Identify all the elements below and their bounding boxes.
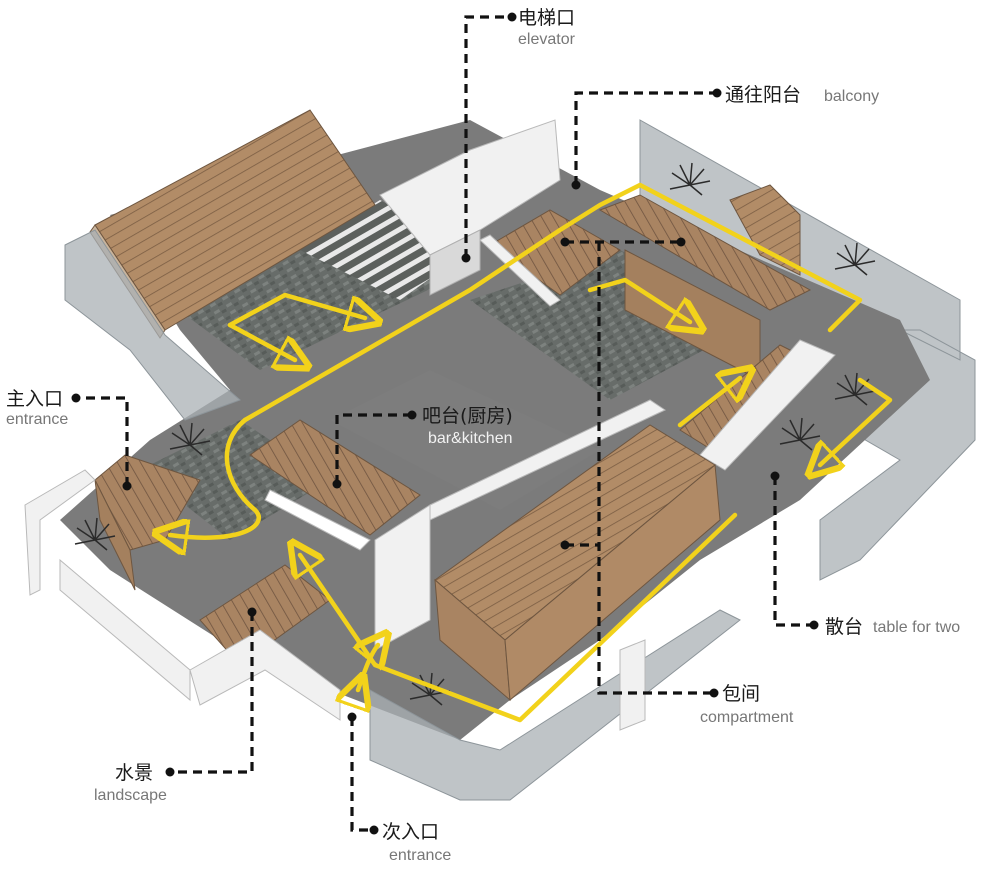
compartment-wood-front	[504, 464, 721, 702]
label-table-for-two: 散台 table for two	[825, 616, 960, 638]
path-north-loop	[227, 292, 365, 325]
bar-wall-long	[429, 399, 667, 521]
glass-facade-south	[369, 609, 741, 801]
leader-bar-kitchen	[335, 413, 410, 484]
label-cn: 通往阳台	[725, 84, 801, 106]
center-wall	[479, 234, 561, 307]
leader-elevator	[464, 15, 510, 258]
label-cn: 水景	[115, 762, 153, 784]
label-en: table for two	[873, 619, 960, 636]
south-pillar	[619, 639, 646, 731]
label-balcony: 通往阳台 balcony	[725, 84, 879, 106]
leader-balcony	[574, 91, 715, 185]
leader-main-entrance	[78, 396, 129, 486]
circulation-paths	[170, 182, 893, 723]
east-wall	[699, 339, 836, 471]
path-entrance-curve	[170, 417, 261, 538]
pergola	[300, 200, 470, 300]
label-en: entrance	[6, 411, 68, 428]
label-elevator: 电梯口 elevator	[518, 7, 576, 48]
labels: 电梯口 elevator 通往阳台 balcony 主入口 entrance 吧…	[6, 7, 960, 864]
leader-lines	[71, 12, 819, 835]
label-en: elevator	[518, 31, 576, 48]
south-wall-left	[189, 629, 341, 721]
label-cn: 包间	[722, 683, 760, 705]
south-west-wall	[59, 558, 191, 702]
label-en: bar&kitchen	[428, 430, 513, 447]
leader-compartment-b	[597, 242, 712, 695]
path-east-up	[677, 378, 740, 428]
label-compartment: 包间 compartment	[700, 683, 794, 726]
label-en: balcony	[824, 88, 879, 105]
roof-bar-gable	[249, 419, 421, 536]
path-main-spine	[242, 182, 863, 423]
bar-floor	[330, 370, 600, 510]
path-center-right	[587, 277, 690, 322]
label-en: entrance	[389, 847, 451, 864]
path-east-balcony	[820, 377, 893, 465]
roof-ne-long	[598, 194, 812, 311]
west-boundary-wall	[24, 469, 96, 596]
label-cn: 次入口	[382, 821, 439, 843]
glass-facade-west	[64, 229, 241, 421]
label-cn: 散台	[825, 616, 863, 638]
label-bar-kitchen: 吧台(厨房) bar&kitchen	[422, 405, 513, 447]
bar-wall	[374, 504, 431, 651]
bar-counter	[264, 489, 371, 551]
label-en: compartment	[700, 709, 794, 726]
label-landscape: 水景 landscape	[94, 762, 167, 804]
path-secondary-entrance	[358, 645, 378, 690]
path-north-down	[227, 322, 295, 360]
label-cn: 吧台(厨房)	[422, 405, 513, 427]
path-south-loop	[300, 512, 738, 723]
label-main-entrance: 主入口 entrance	[6, 388, 68, 428]
leader-table-for-two	[773, 476, 812, 627]
entrance-gable-side	[94, 479, 136, 591]
leader-secondary-entrance	[350, 717, 372, 832]
label-cn: 电梯口	[518, 7, 575, 29]
label-cn: 主入口	[6, 388, 63, 410]
elevator-core-side	[429, 229, 481, 296]
label-secondary-entrance: 次入口 entrance	[382, 821, 451, 864]
label-en: landscape	[94, 787, 167, 804]
leader-landscape	[172, 612, 254, 774]
